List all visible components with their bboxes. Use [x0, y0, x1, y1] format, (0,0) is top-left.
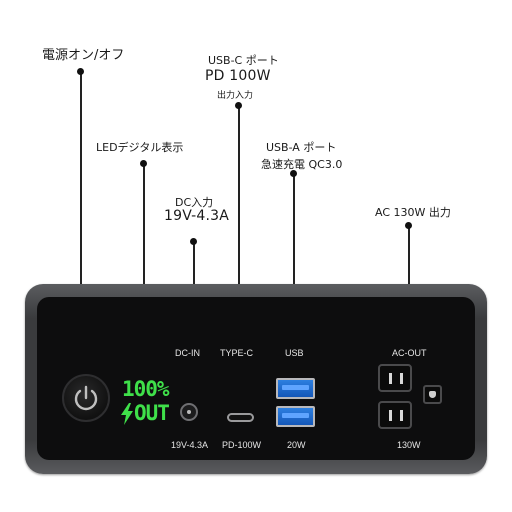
callout-usbc-line	[238, 106, 240, 284]
label-usb: USB	[285, 348, 304, 358]
rating-ac-out: 130W	[397, 440, 421, 450]
lcd-mode: OUT	[134, 401, 170, 425]
callout-ac-out: AC 130W 出力	[375, 206, 451, 219]
label-ac-out: AC-OUT	[392, 348, 427, 358]
callout-dc-in: DC入力	[175, 196, 214, 209]
callout-usbc-port: USB-C ポート	[208, 54, 279, 67]
callout-power: 電源オン/オフ	[42, 48, 125, 63]
callout-dc-line	[193, 242, 195, 284]
dc-in-port[interactable]	[180, 403, 198, 421]
callout-dc-rating: 19V-4.3A	[164, 208, 230, 224]
usb-c-port[interactable]	[227, 413, 254, 422]
callout-usbc-pd: PD 100W	[205, 68, 271, 84]
ac-outlet-2[interactable]	[378, 401, 412, 429]
callout-power-line	[80, 72, 82, 284]
callout-power-dot	[77, 68, 84, 75]
ac-outlet-1[interactable]	[378, 364, 412, 392]
lcd-percent: 100%	[122, 377, 170, 401]
lightning-icon	[121, 403, 133, 425]
usb-a-port-1[interactable]	[276, 378, 315, 399]
callout-dc-dot	[190, 238, 197, 245]
rating-dc-in: 19V-4.3A	[171, 440, 209, 450]
power-icon	[74, 385, 98, 411]
callout-usbc-dot	[235, 102, 242, 109]
callout-ac-line	[408, 226, 410, 284]
label-dc-in: DC-IN	[175, 348, 200, 358]
callout-led: LEDデジタル表示	[96, 141, 184, 154]
ac-ground-outlet[interactable]	[423, 385, 442, 404]
usb-a-port-2[interactable]	[276, 406, 315, 427]
callout-usba-qc: 急速充電 QC3.0	[261, 158, 343, 171]
callout-ac-dot	[405, 222, 412, 229]
callout-led-dot	[140, 160, 147, 167]
callout-usba-dot	[290, 170, 297, 177]
label-type-c: TYPE-C	[220, 348, 254, 358]
callout-usbc-io: 出力入力	[217, 91, 254, 101]
callout-usba-port: USB-A ポート	[266, 141, 337, 154]
callout-led-line	[143, 164, 145, 284]
rating-type-c: PD-100W	[222, 440, 262, 450]
callout-usba-line	[293, 174, 295, 284]
rating-usb: 20W	[287, 440, 306, 450]
power-button[interactable]	[62, 374, 110, 422]
